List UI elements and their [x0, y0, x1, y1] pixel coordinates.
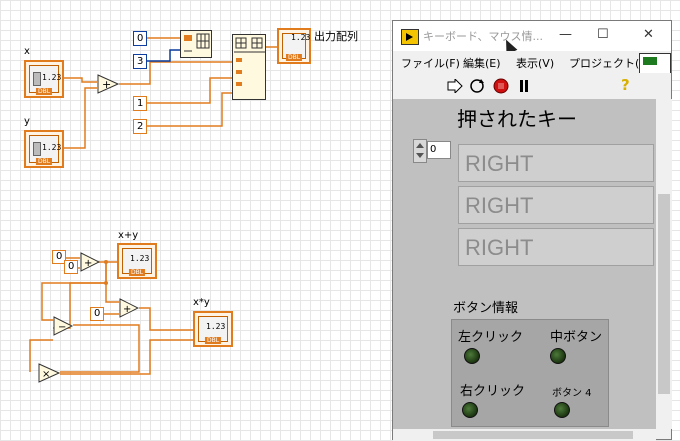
sum-label: x+y [118, 230, 139, 241]
run-continuously-icon[interactable] [469, 78, 485, 94]
x-value: 1.23 [42, 73, 62, 82]
constant-zero-b[interactable]: 0 [64, 260, 79, 274]
x-label: x [24, 46, 30, 57]
right-click-led[interactable] [462, 402, 478, 418]
menu-edit[interactable]: 編集(E) [463, 57, 501, 70]
add-function-icon[interactable]: + [80, 252, 100, 272]
key-string-box[interactable]: RIGHT [458, 186, 654, 224]
menu-file[interactable]: ファイル(F) [401, 57, 460, 70]
dbl-tag: DBL [128, 269, 146, 276]
multiply-function-icon[interactable]: × [38, 363, 60, 383]
constant-one[interactable]: 1 [133, 96, 148, 111]
front-panel: 押されたキー 0 RIGHT RIGHT RIGHT ボタン情報 左クリック 中… [393, 99, 656, 429]
y-control-terminal[interactable]: 1.23 DBL [24, 130, 64, 168]
key-value: RIGHT [465, 193, 534, 218]
run-arrow-icon[interactable] [447, 79, 463, 93]
maximize-icon[interactable]: ☐ [597, 27, 609, 42]
key-value: RIGHT [465, 235, 534, 260]
key-string-box[interactable]: RIGHT [458, 228, 654, 266]
product-value: 1.23 [206, 322, 226, 331]
help-icon[interactable]: ? [621, 76, 630, 94]
subtract-function-icon[interactable]: − [53, 316, 73, 336]
y-label: y [24, 116, 30, 127]
output-array-label: 出力配列 [314, 30, 358, 43]
key-string-box[interactable]: RIGHT [458, 144, 654, 182]
spinner-icon [33, 142, 41, 156]
abort-icon[interactable] [493, 78, 509, 94]
dbl-tag: DBL [35, 88, 53, 95]
middle-button-led[interactable] [550, 348, 566, 364]
dbl-tag: DBL [285, 54, 303, 61]
block-diagram[interactable]: x 1.23 DBL y 1.23 DBL + 0 3 1 2 [0, 0, 392, 436]
pause-icon[interactable] [518, 79, 530, 93]
sum-indicator[interactable]: 1.23 DBL [117, 243, 157, 279]
svg-text:−: − [58, 322, 66, 333]
replace-array-subset-node[interactable] [232, 34, 266, 100]
output-array-value: 1.23 [291, 33, 311, 42]
constant-zero[interactable]: 0 [133, 31, 148, 46]
labview-icon [401, 29, 419, 45]
right-click-label: 右クリック [460, 384, 526, 399]
add-function-icon[interactable]: + [97, 74, 119, 94]
array-icon [184, 33, 210, 52]
constant-zero-a[interactable]: 0 [52, 250, 67, 264]
menu-bar: ファイル(F) 編集(E) 表示(V) プロジェクト(P) 1 [393, 51, 671, 87]
minimize-icon[interactable]: — [559, 27, 572, 42]
left-click-label: 左クリック [458, 330, 524, 345]
vertical-scrollbar[interactable] [656, 99, 672, 429]
svg-text:×: × [42, 369, 50, 380]
button-info-cluster: 左クリック 中ボタン 右クリック ボタン 4 [451, 319, 609, 427]
button4-label: ボタン 4 [552, 388, 592, 399]
array-index-field[interactable]: 0 [427, 141, 451, 159]
constant-three[interactable]: 3 [133, 54, 148, 69]
window-title: キーボード、マウス情... [423, 30, 544, 43]
wires [29, 37, 278, 375]
product-label: x*y [193, 297, 210, 308]
middle-button-label: 中ボタン [550, 330, 603, 345]
sum-value: 1.23 [130, 254, 150, 263]
front-panel-window[interactable]: キーボード、マウス情... — ☐ ✕ ファイル(F) 編集(E) 表示(V) … [392, 20, 672, 441]
pressed-key-label: 押されたキー [457, 107, 577, 131]
left-click-led[interactable] [464, 348, 480, 364]
horizontal-scrollbar[interactable] [393, 429, 656, 441]
toolbar: ? [393, 73, 671, 100]
dbl-tag: DBL [35, 158, 53, 165]
y-value: 1.23 [42, 143, 62, 152]
constant-zero-c[interactable]: 0 [90, 307, 105, 321]
add-function-icon[interactable]: + [119, 298, 139, 318]
menu-view[interactable]: 表示(V) [516, 57, 555, 70]
close-icon[interactable]: ✕ [643, 27, 654, 42]
key-value: RIGHT [465, 151, 534, 176]
product-indicator[interactable]: 1.23 DBL [193, 311, 233, 347]
svg-text:+: + [123, 304, 131, 315]
chevron-up-icon[interactable] [416, 143, 424, 148]
menu-project[interactable]: プロジェクト(P) [569, 57, 651, 70]
svg-text:+: + [84, 258, 92, 269]
dbl-tag: DBL [204, 337, 222, 344]
chevron-down-icon[interactable] [416, 153, 424, 158]
scroll-thumb[interactable] [658, 194, 670, 394]
constant-two[interactable]: 2 [133, 119, 148, 134]
array-icon [234, 37, 266, 86]
button-info-label: ボタン情報 [453, 301, 519, 316]
output-array-indicator[interactable]: 1.23 DBL [277, 28, 311, 64]
svg-text:+: + [102, 78, 111, 91]
array-index-stepper[interactable] [413, 139, 427, 163]
scroll-thumb[interactable] [433, 431, 633, 439]
x-control-terminal[interactable]: 1.23 DBL [24, 60, 64, 98]
button4-led[interactable] [554, 402, 570, 418]
spinner-icon [33, 72, 41, 86]
initialize-array-node[interactable] [180, 30, 212, 58]
title-bar[interactable]: キーボード、マウス情... — ☐ ✕ [393, 21, 671, 55]
